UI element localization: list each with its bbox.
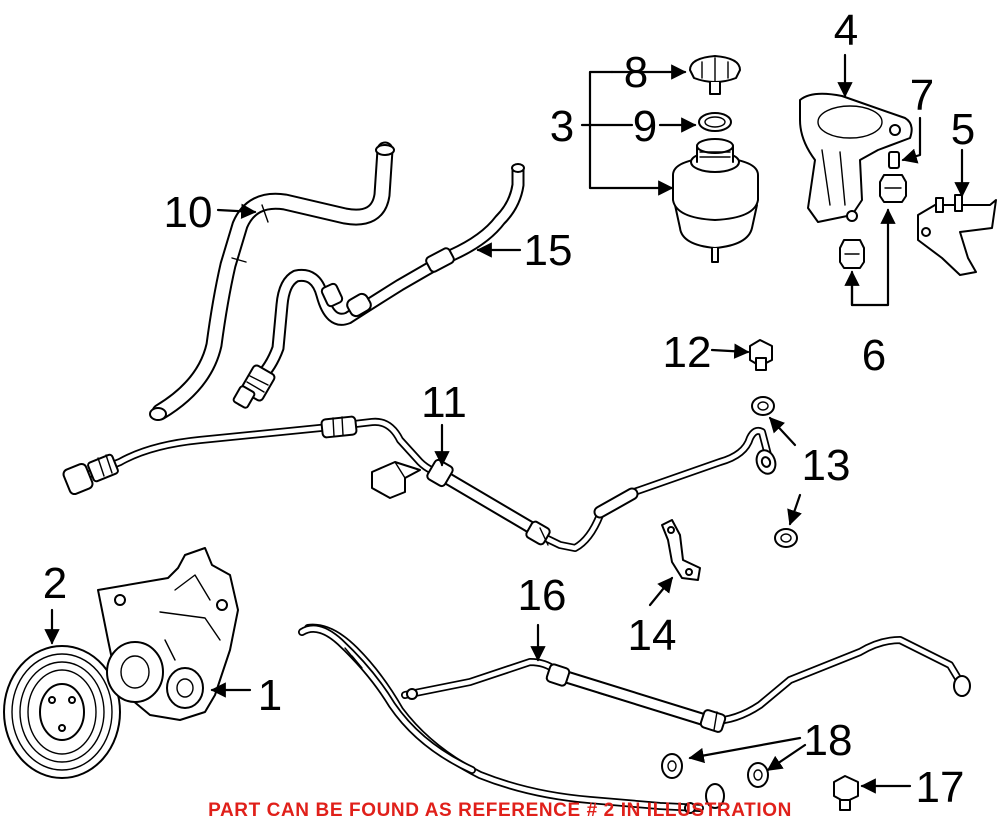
cooler-line-part-16 [298,623,971,814]
leader-lines [44,53,970,794]
pressure-line-part-11 [62,415,777,552]
grommet-part-6-upper [879,174,907,203]
line-bracket-part-14 [661,519,701,581]
callout-3: 3 [550,102,574,151]
callout-15: 15 [524,226,573,275]
callout-9: 9 [633,102,657,151]
callout-14: 14 [628,611,677,660]
mount-bracket-part-5 [917,194,997,276]
reservoir-bracket-part-4 [799,92,913,223]
callout-12: 12 [663,328,712,377]
callout-11: 11 [421,378,467,427]
reservoir-part-3 [672,138,759,263]
callout-17: 17 [916,763,965,812]
banjo-bolt-part-17 [833,775,859,811]
washer-part-13-lower [774,528,798,548]
stud-part-7 [888,151,900,169]
callout-7: 7 [910,71,934,120]
callout-4: 4 [834,6,858,55]
banjo-bolt-part-12 [749,339,773,371]
callout-18: 18 [804,716,853,765]
return-hose-part-10 [149,141,395,421]
callout-6: 6 [862,331,886,380]
callout-5: 5 [951,105,975,154]
reservoir-cap-part-8 [689,55,741,95]
pulley-part-2 [3,645,121,779]
o-ring-part-9 [698,112,732,132]
grommet-part-6-lower [839,239,865,269]
callout-labels: 1 2 3 4 5 6 7 8 9 10 11 12 13 14 15 16 1… [43,6,975,812]
supply-hose-part-15 [232,163,525,409]
washer-part-18-right [747,762,769,788]
pump-part-1 [97,547,239,721]
reference-notice: PART CAN BE FOUND AS REFERENCE # 2 IN IL… [208,800,792,821]
callout-8: 8 [624,48,648,97]
callout-16: 16 [518,571,567,620]
callout-13: 13 [802,441,851,490]
washer-part-13-upper [751,396,775,416]
callout-10: 10 [164,188,213,237]
callout-2: 2 [43,559,67,608]
callout-1: 1 [258,671,282,720]
washer-part-18-left [661,753,683,779]
